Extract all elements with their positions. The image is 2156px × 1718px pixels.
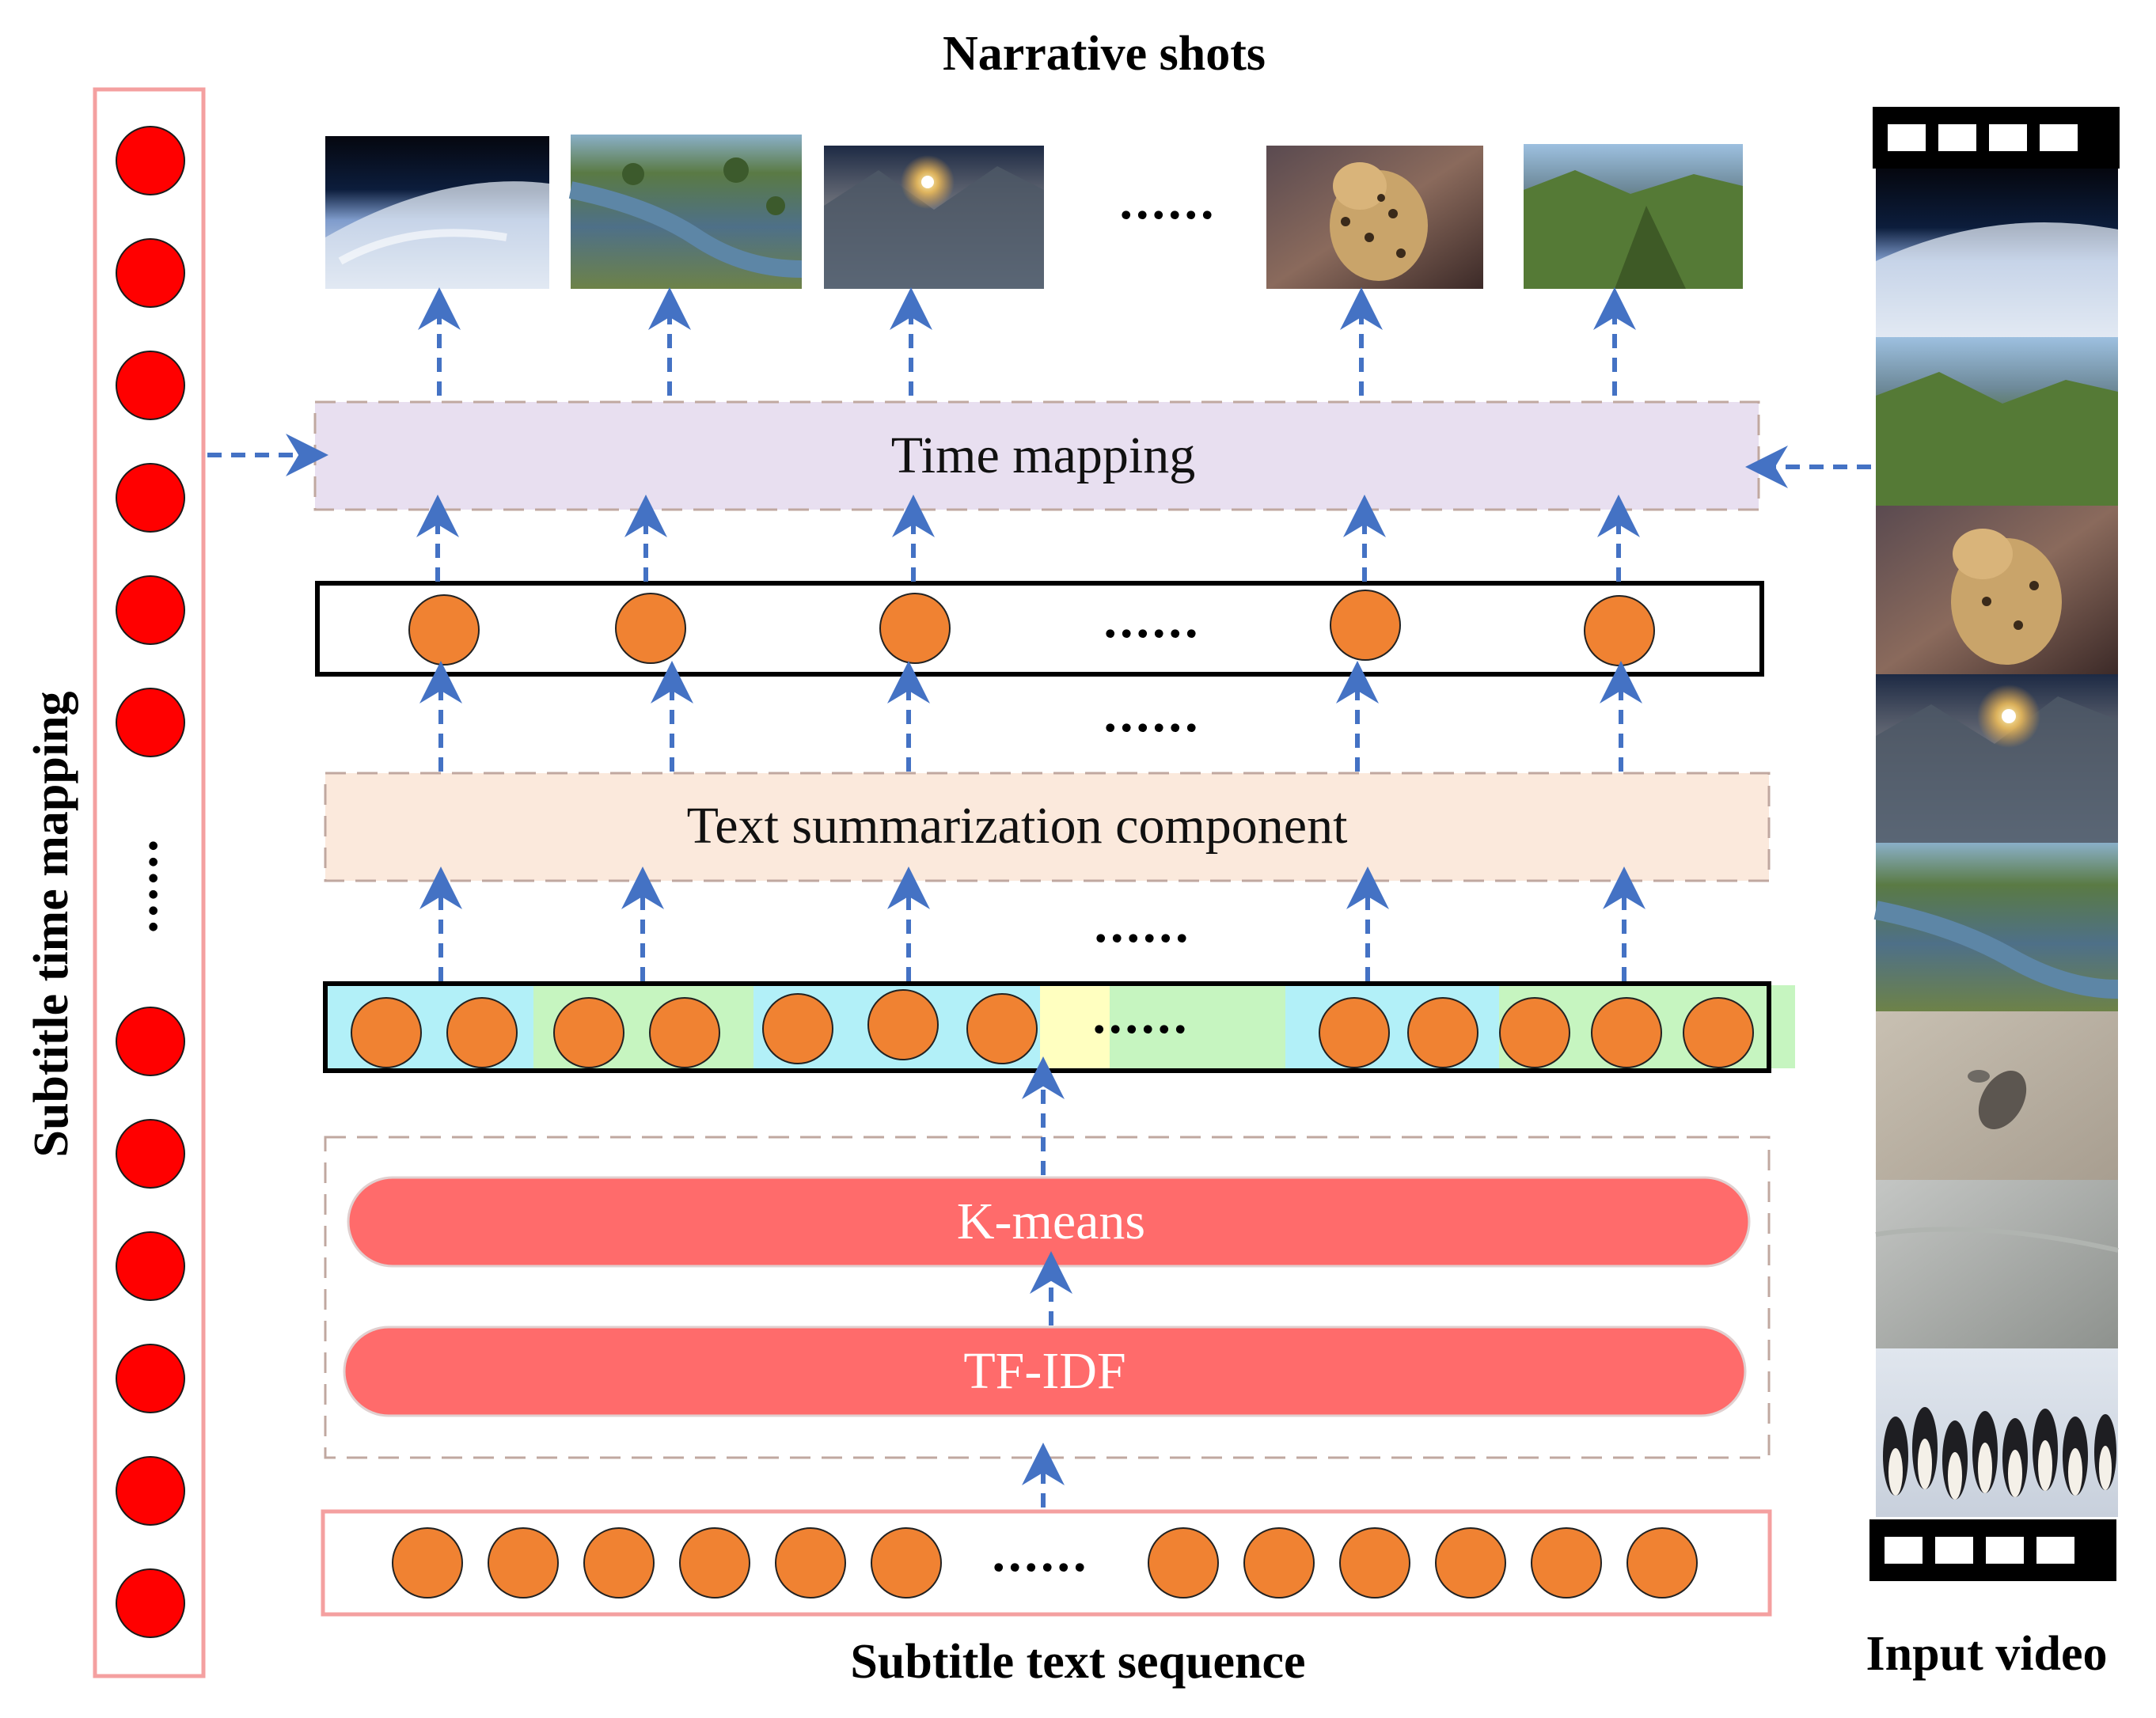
orange-circle	[867, 989, 939, 1060]
orange-circle	[762, 993, 833, 1064]
orange-circle	[1330, 590, 1401, 661]
cluster-segment-green	[1110, 985, 1285, 1068]
subtitle-text-sequence-title: Subtitle text sequence	[850, 1635, 1305, 1689]
kmeans-label: K-means	[957, 1193, 1145, 1250]
sunset-cave-frame	[1876, 674, 2118, 843]
input-video-title: Input video	[1866, 1627, 2108, 1681]
narrative-shots-title: Narrative shots	[943, 27, 1266, 81]
snow-plain-frame	[1875, 1180, 2119, 1348]
orange-circle	[1148, 1527, 1219, 1599]
orange-circle	[1319, 997, 1390, 1068]
red-circle	[116, 463, 185, 533]
orange-circle	[649, 997, 720, 1068]
input-video-strip	[1869, 107, 2120, 1581]
flow-arrows	[207, 287, 1871, 1508]
orange-circle	[871, 1527, 942, 1599]
orange-circle	[408, 594, 480, 666]
sunset-cave-image	[824, 146, 1044, 289]
cluster-segments	[326, 985, 1795, 1068]
mountain-valley-image	[1524, 144, 1743, 289]
leopard-image	[1266, 146, 1483, 289]
red-circle-column	[116, 126, 185, 1638]
red-circle	[116, 1119, 185, 1189]
red-circle	[116, 351, 185, 420]
orange-circle	[1435, 1527, 1506, 1599]
red-circle	[116, 1007, 185, 1076]
river-delta-frame	[1873, 843, 2119, 1011]
orange-circle	[1339, 1527, 1410, 1599]
subtitle-sequence-ellipsis: ......	[993, 1525, 1090, 1583]
orange-circle	[775, 1527, 846, 1599]
subtitle-time-mapping-title: Subtitle time mapping	[25, 691, 78, 1157]
orange-circle	[1531, 1527, 1602, 1599]
film-strip-top	[1873, 107, 2120, 169]
orange-circle	[392, 1527, 463, 1599]
subtitle-sentences	[392, 1527, 1698, 1599]
orange-circle	[879, 593, 951, 664]
selected-sentences-box	[315, 581, 1764, 677]
leopard-frame	[1876, 506, 2118, 674]
orange-circle	[583, 1527, 655, 1599]
narrative-shots-ellipsis: ......	[1120, 173, 1217, 230]
red-circle	[116, 575, 185, 645]
orange-circle	[488, 1527, 559, 1599]
selected-sentences-ellipsis: ......	[1104, 591, 1201, 649]
clustered-sentences	[351, 989, 1754, 1068]
orange-circle	[1683, 997, 1754, 1068]
red-circle	[116, 688, 185, 757]
orange-circle	[679, 1527, 750, 1599]
left-ellipsis: ......	[111, 836, 169, 934]
lower-middle-ellipsis: ......	[1095, 896, 1192, 954]
subtitle-sequence-box	[321, 1509, 1772, 1617]
mountain-frame	[1876, 337, 2118, 506]
penguins-frame	[1876, 1348, 2118, 1517]
orange-circle	[351, 997, 422, 1068]
time-mapping-label: Time mapping	[891, 427, 1195, 484]
text-summarization-box	[324, 772, 1771, 882]
orange-circle	[1243, 1527, 1315, 1599]
elephant-aerial-frame	[1876, 1011, 2118, 1180]
river-delta-image	[568, 135, 803, 289]
red-circle	[116, 126, 185, 195]
tfidf-label: TF-IDF	[963, 1342, 1125, 1400]
orange-circle	[553, 997, 624, 1068]
orange-circle	[446, 997, 518, 1068]
text-summarization-label: Text summarization component	[687, 797, 1348, 855]
cluster-segment-yellow	[1040, 985, 1110, 1068]
subtitle-time-mapping-box	[93, 87, 206, 1678]
orange-circle	[1584, 595, 1655, 666]
narrative-shots-row: ......	[325, 135, 1743, 289]
red-circle	[116, 238, 185, 308]
clustered-sentences-ellipsis: ......	[1093, 987, 1190, 1045]
earth-from-space-image	[325, 136, 549, 289]
earth-frame	[1876, 169, 2118, 337]
red-circle	[116, 1456, 185, 1526]
orange-circle	[1499, 997, 1570, 1068]
tfidf-pill	[343, 1325, 1747, 1417]
orange-circle	[1591, 997, 1662, 1068]
red-circle	[116, 1568, 185, 1638]
red-circle	[116, 1231, 185, 1301]
orange-circle	[1407, 997, 1478, 1068]
middle-ellipsis: ......	[1104, 685, 1201, 743]
red-circle	[116, 1344, 185, 1413]
film-strip-bottom	[1869, 1519, 2116, 1581]
orange-circle	[615, 593, 686, 664]
orange-circle	[1626, 1527, 1698, 1599]
orange-circle	[966, 993, 1038, 1064]
